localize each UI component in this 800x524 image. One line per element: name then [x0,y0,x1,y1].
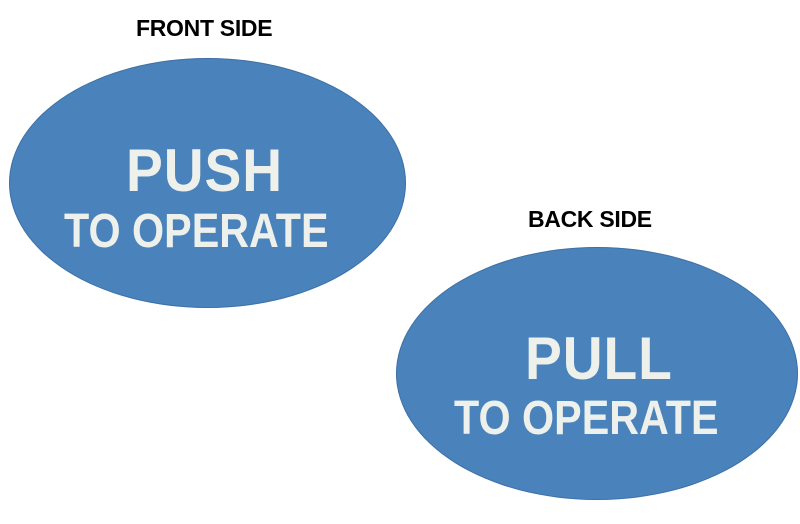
front-push-sign: PUSH TO OPERATE [9,58,406,308]
back-sign-sub-text: TO OPERATE [454,392,719,445]
front-sign-main-word: PUSH [126,137,284,204]
front-side-label: FRONT SIDE [136,15,273,41]
back-side-label: BACK SIDE [528,206,652,232]
front-sign-sub-text: TO OPERATE [64,205,329,258]
back-pull-sign: PULL TO OPERATE [396,247,798,500]
back-sign-main-word: PULL [525,325,673,392]
